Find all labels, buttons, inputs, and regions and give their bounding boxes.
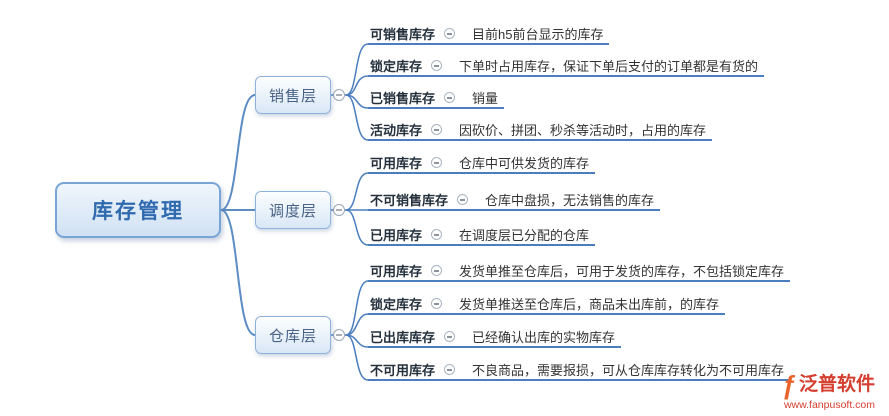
node-label[interactable]: 活动库存 [370,123,423,138]
leaf-node: 已用库存 在调度层已分配的仓库 [368,225,596,246]
branch-node-warehouse-layer[interactable]: 仓库层 [255,316,331,354]
leaf-node: 可销售库存 目前h5前台显示的库存 [368,24,610,45]
minus-circle-icon[interactable] [431,124,443,135]
connector-root-warehouse [220,209,256,336]
node-desc[interactable]: 目前h5前台显示的库存 [472,27,604,42]
leaf-node: 可用库存 仓库中可供发货的库存 [368,153,596,174]
fanpu-logo-icon: ƒ [781,369,796,400]
branch-node-label: 销售层 [268,87,317,105]
leaf-node: 锁定库存 下单时占用库存，保证下单后支付的订单都是有货的 [368,56,765,77]
leaf-node: 活动库存 因砍价、拼团、秒杀等活动时，占用的库存 [368,120,713,141]
connector-sales-leaf2 [345,75,369,96]
leaf-node: 已出库库存 已经确认出库的实物库存 [368,327,622,348]
node-label[interactable]: 可用库存 [370,264,423,279]
node-desc[interactable]: 已经确认出库的实物库存 [472,330,616,345]
node-desc[interactable]: 下单时占用库存，保证下单后支付的订单都是有货的 [459,59,759,74]
connector-sales-leaf1 [345,43,369,96]
branch-node-dispatch-layer[interactable]: 调度层 [255,191,331,229]
connector-sales-leaf4 [345,94,369,141]
connector-warehouse-leaf4 [345,334,369,381]
minus-circle-icon[interactable] [431,298,443,309]
node-desc[interactable]: 仓库中盘损，无法销售的库存 [485,193,655,208]
branch-node-label: 仓库层 [268,327,317,345]
node-desc[interactable]: 因砍价、拼团、秒杀等活动时，占用的库存 [459,123,707,138]
branch-node-label: 调度层 [268,202,317,220]
node-label[interactable]: 可用库存 [370,156,423,171]
minus-circle-icon[interactable] [444,92,456,103]
node-label[interactable]: 可销售库存 [370,27,436,42]
connector-root-sales [220,94,256,211]
leaf-node: 不可用库存 不良商品，需要报损，可从仓库库存转化为不可用库存 [368,360,791,381]
node-label[interactable]: 锁定库存 [370,59,423,74]
watermark-brand: 泛普软件 [798,374,875,396]
node-desc[interactable]: 发货单推至仓库后，可用于发货的库存，不包括锁定库存 [459,264,785,279]
minus-circle-icon[interactable] [431,157,443,168]
connector-warehouse-leaf2 [345,313,369,336]
watermark-url: www.fanpusoft.com [783,398,875,411]
node-desc[interactable]: 销量 [472,91,499,106]
node-label[interactable]: 不可用库存 [370,363,436,378]
minus-circle-icon[interactable] [444,28,456,39]
minus-circle-icon[interactable] [444,364,456,375]
node-label[interactable]: 已销售库存 [370,91,436,106]
minus-circle-icon[interactable] [444,331,456,342]
minus-circle-icon[interactable] [431,229,443,240]
root-node-inventory-management[interactable]: 库存管理 [55,182,221,238]
node-desc[interactable]: 在调度层已分配的仓库 [459,228,590,243]
node-label[interactable]: 已用库存 [370,228,423,243]
connector-warehouse-leaf1 [345,280,369,336]
leaf-node: 已销售库存 销量 [368,88,505,109]
leaf-node: 可用库存 发货单推至仓库后，可用于发货的库存，不包括锁定库存 [368,261,791,282]
connector-dispatch-leaf3 [345,209,369,246]
root-node-label: 库存管理 [92,200,184,223]
branch-node-sales-layer[interactable]: 销售层 [255,76,331,114]
minus-circle-icon[interactable] [457,194,469,205]
node-label[interactable]: 已出库库存 [370,330,436,345]
node-label[interactable]: 不可销售库存 [370,193,449,208]
branch-collapse-icons [333,89,345,341]
connector-dispatch-leaf1 [345,172,369,211]
minus-circle-icon[interactable] [431,265,443,276]
node-desc[interactable]: 仓库中可供发货的库存 [459,156,590,171]
minus-circle-icon[interactable] [431,60,443,71]
node-label[interactable]: 锁定库存 [370,297,423,312]
node-desc[interactable]: 发货单推送至仓库后，商品未出库前，的库存 [459,297,720,312]
watermark: ƒ 泛普软件 www.fanpusoft.com [781,369,875,411]
leaf-node: 不可销售库存 仓库中盘损，无法销售的库存 [368,190,661,211]
leaf-node: 锁定库存 发货单推送至仓库后，商品未出库前，的库存 [368,294,726,315]
node-desc[interactable]: 不良商品，需要报损，可从仓库库存转化为不可用库存 [472,363,785,378]
